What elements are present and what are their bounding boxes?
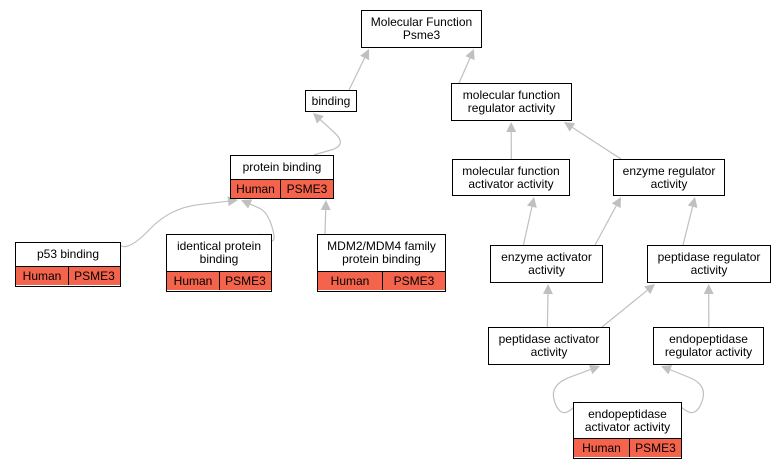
gene-cell[interactable]: PSME3 [225, 273, 266, 288]
annotation-row: Human PSME3 [574, 438, 681, 457]
node-label: p53 binding [36, 247, 100, 261]
node-label: enzyme activator activity [501, 250, 592, 277]
node-enzyme-activator-activity[interactable]: enzyme activator activity [490, 245, 603, 283]
node-molecular-function-regulator-activity[interactable]: molecular function regulator activity [451, 83, 572, 121]
edge-mdm2_binding-to-protein_binding [324, 209, 327, 235]
arrowhead-identical_protein_binding-to-protein_binding [241, 199, 253, 209]
node-label: peptidase regulator activity [657, 250, 761, 277]
node-binding[interactable]: binding [305, 90, 357, 112]
arrowhead-mf_regulator-to-root [465, 49, 475, 61]
node-label: enzyme regulator activity [622, 163, 716, 191]
species-cell: Human [574, 439, 630, 457]
edge-enzyme_activator-to-mf_activator [522, 206, 533, 246]
node-label: protein binding [242, 160, 322, 174]
node-peptidase-activator-activity[interactable]: peptidase activator activity [488, 327, 610, 365]
species-cell: Human [167, 272, 220, 290]
node-label: identical protein binding [176, 239, 262, 266]
annotation-row: Human PSME3 [167, 271, 271, 290]
annotation-row: Human PSME3 [318, 271, 445, 290]
arrowhead-binding-to-root [360, 49, 370, 61]
arrowhead-endopeptidase_activator-to-endopeptidase_regulator [661, 365, 673, 375]
node-endopeptidase-activator-activity[interactable]: endopeptidase activator activity Human P… [573, 402, 682, 459]
edge-mf_regulator-to-root [458, 57, 471, 84]
species-cell: Human [231, 180, 281, 198]
arrowhead-mf_activator-to-mf_regulator [506, 122, 517, 133]
gene-cell[interactable]: PSME3 [635, 440, 676, 455]
edge-enzyme_regulator-to-mf_regulator [572, 126, 622, 160]
node-label: endopeptidase activator activity [584, 406, 671, 434]
node-enzyme-regulator-activity[interactable]: enzyme regulator activity [613, 159, 725, 196]
annotation-row: Human PSME3 [231, 179, 333, 198]
node-label: binding [311, 93, 351, 108]
edge-protein_binding-to-binding [313, 119, 341, 156]
node-molecular-function-activator-activity[interactable]: molecular function activator activity [452, 159, 570, 196]
node-label: peptidase activator activity [498, 332, 600, 359]
arrowhead-enzyme_regulator-to-mf_regulator [564, 122, 576, 132]
edge-peptidase_regulator-to-enzyme_regulator [682, 206, 694, 246]
node-mdm2-mdm4-family-protein-binding[interactable]: MDM2/MDM4 family protein binding Human P… [317, 234, 446, 292]
arrowhead-endopeptidase_regulator-to-peptidase_regulator [703, 284, 714, 295]
species-cell: Human [16, 267, 69, 285]
arrowhead-enzyme_activator-to-mf_activator [527, 197, 537, 208]
arrowhead-peptidase_activator-to-peptidase_regulator [644, 284, 655, 295]
arrowhead-mdm2_binding-to-protein_binding [320, 200, 331, 211]
edge-enzyme_activator-to-enzyme_regulator [594, 205, 617, 246]
node-label: MDM2/MDM4 family protein binding [327, 239, 436, 266]
node-molecular-function-root[interactable]: Molecular Function Psme3 [361, 10, 482, 48]
edge-binding-to-root [348, 57, 366, 91]
arrowhead-peptidase_regulator-to-enzyme_regulator [687, 197, 698, 208]
arrowhead-enzyme_activator-to-enzyme_regulator [611, 197, 621, 209]
arrowhead-protein_binding-to-binding [313, 113, 324, 124]
gene-cell[interactable]: PSME3 [74, 268, 115, 283]
node-label: Molecular Function Psme3 [370, 15, 473, 42]
node-protein-binding[interactable]: protein binding Human PSME3 [230, 155, 334, 199]
edge-peptidase_activator-to-peptidase_regulator [601, 289, 648, 328]
node-label: molecular function regulator activity [462, 88, 561, 115]
node-label: molecular function activator activity [462, 163, 560, 191]
node-p53-binding[interactable]: p53 binding Human PSME3 [15, 242, 121, 287]
arrowhead-endopeptidase_activator-to-peptidase_activator [588, 364, 601, 375]
gene-cell[interactable]: PSME3 [393, 273, 435, 288]
annotation-row: Human PSME3 [16, 266, 120, 285]
node-label: endopeptidase regulator activity [664, 332, 753, 359]
arrowhead-peptidase_activator-to-enzyme_activator [542, 284, 553, 295]
node-endopeptidase-regulator-activity[interactable]: endopeptidase regulator activity [653, 327, 764, 365]
species-cell: Human [318, 272, 383, 290]
node-identical-protein-binding[interactable]: identical protein binding Human PSME3 [166, 234, 272, 292]
gene-cell[interactable]: PSME3 [286, 181, 328, 196]
edge-peptidase_activator-to-enzyme_activator [546, 293, 549, 328]
node-peptidase-regulator-activity[interactable]: peptidase regulator activity [647, 245, 771, 283]
